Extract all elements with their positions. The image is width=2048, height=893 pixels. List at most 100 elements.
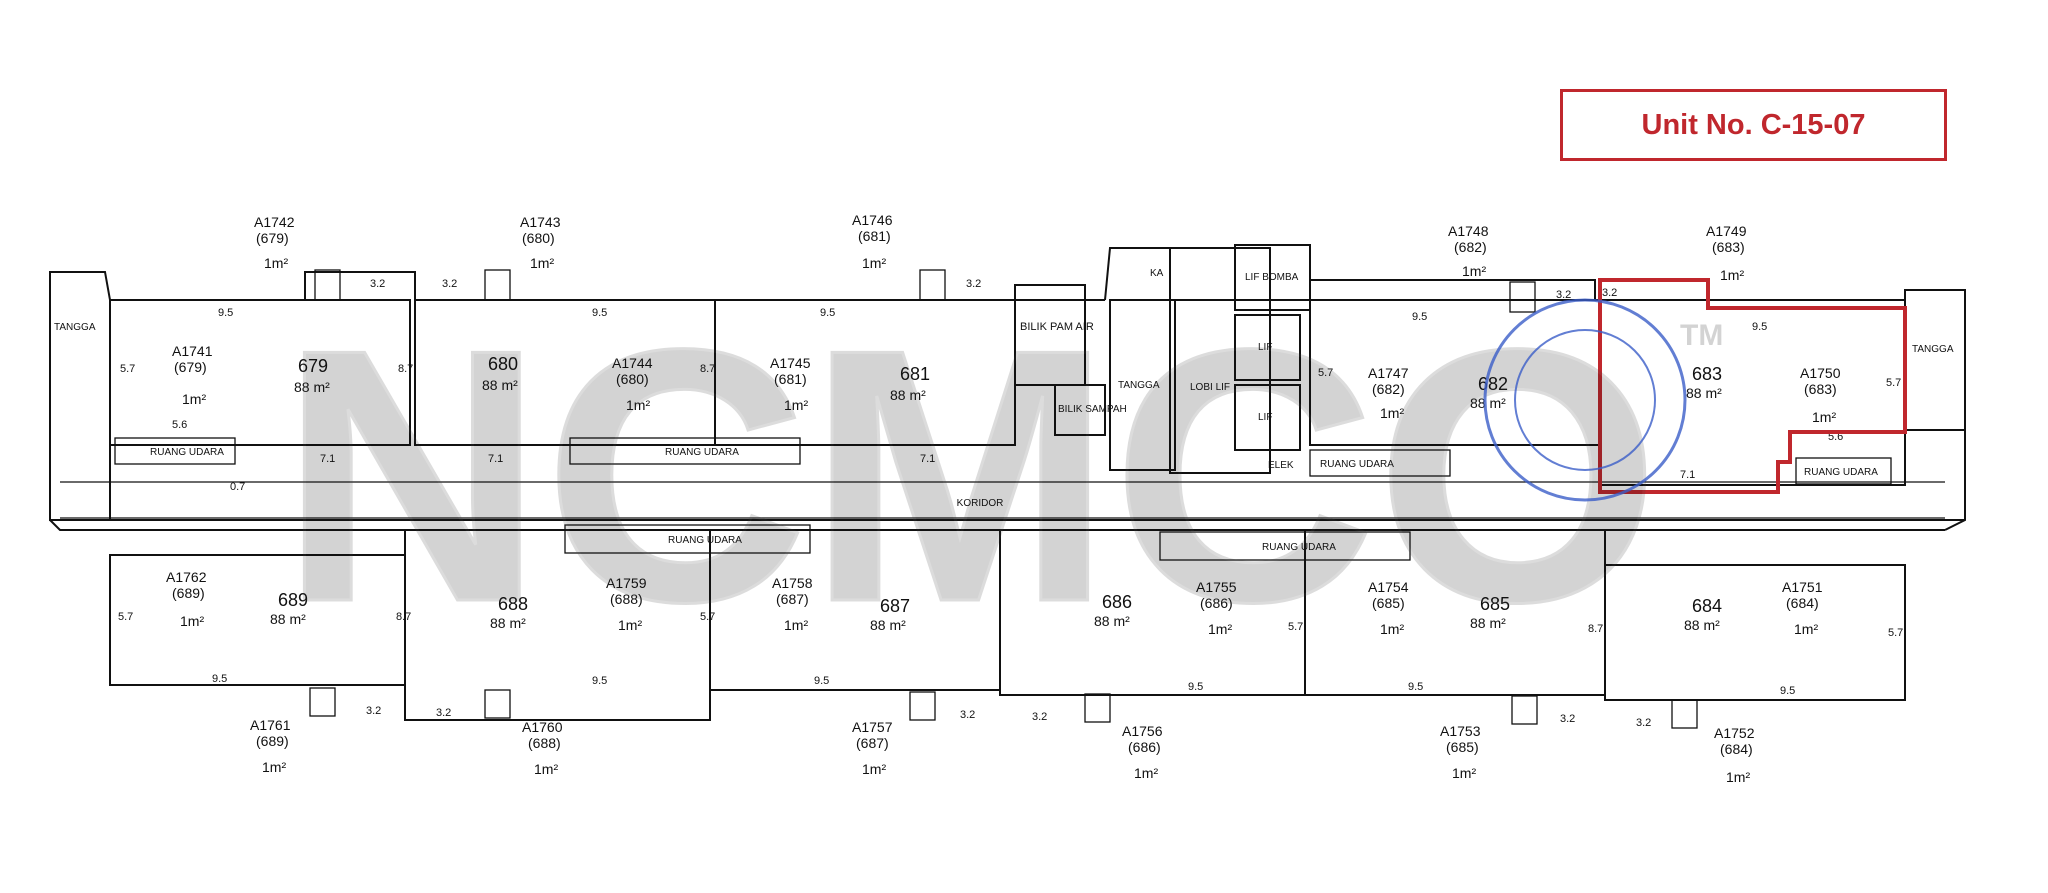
svg-text:BILIK PAM AIR: BILIK PAM AIR: [1020, 321, 1094, 333]
svg-text:5.7: 5.7: [120, 363, 135, 375]
service-core: BILIK PAM AIR BILIK SAMPAH TANGGA KA LOB…: [1014, 244, 1311, 474]
svg-text:5.7: 5.7: [1288, 621, 1303, 633]
svg-text:1m²: 1m²: [626, 397, 650, 413]
svg-text:1m²: 1m²: [182, 391, 206, 407]
svg-text:9.5: 9.5: [1780, 685, 1795, 697]
svg-text:A1756: A1756: [1122, 723, 1163, 739]
svg-text:(681): (681): [858, 228, 891, 244]
svg-text:TANGGA: TANGGA: [1118, 380, 1160, 391]
svg-text:88 m²: 88 m²: [1470, 395, 1506, 411]
svg-text:9.5: 9.5: [1752, 321, 1767, 333]
svg-text:88 m²: 88 m²: [1470, 615, 1506, 631]
svg-text:683: 683: [1692, 364, 1722, 384]
svg-text:LIF: LIF: [1258, 412, 1272, 423]
svg-text:7.1: 7.1: [1680, 469, 1695, 481]
svg-text:(688): (688): [610, 591, 643, 607]
svg-text:LIF BOMBA: LIF BOMBA: [1245, 272, 1299, 283]
svg-text:679: 679: [298, 356, 328, 376]
svg-text:A1751: A1751: [1782, 579, 1823, 595]
svg-text:ELEK: ELEK: [1268, 460, 1294, 471]
svg-text:(686): (686): [1200, 595, 1233, 611]
svg-text:A1759: A1759: [606, 575, 647, 591]
svg-text:1m²: 1m²: [262, 759, 286, 775]
svg-text:A1742: A1742: [254, 214, 295, 230]
top-unit-679: RUANG UDARA A1741 (679) 1m² 679 88 m² 9.…: [109, 214, 411, 493]
bottom-unit-684: A1751 (684) 1m² 684 88 m² 9.5 5.7 A1752 …: [1604, 564, 1906, 785]
top-unit-680: RUANG UDARA A1744 (680) 1m² 680 88 m² 9.…: [398, 214, 801, 465]
company-stamp: [1483, 298, 1687, 502]
svg-text:686: 686: [1102, 592, 1132, 612]
svg-text:1m²: 1m²: [530, 255, 554, 271]
svg-text:1m²: 1m²: [534, 761, 558, 777]
svg-text:88 m²: 88 m²: [890, 387, 926, 403]
svg-text:1m²: 1m²: [618, 617, 642, 633]
svg-text:8.7: 8.7: [398, 363, 413, 375]
svg-text:A1762: A1762: [166, 569, 207, 585]
svg-text:1m²: 1m²: [862, 761, 886, 777]
svg-text:A1747: A1747: [1368, 365, 1409, 381]
svg-text:1m²: 1m²: [1720, 267, 1744, 283]
svg-text:1m²: 1m²: [1208, 621, 1232, 637]
svg-text:88 m²: 88 m²: [1094, 613, 1130, 629]
bottom-unit-689: A1762 (689) 1m² 689 88 m² 9.5 5.7 A1761 …: [109, 554, 406, 775]
svg-text:(684): (684): [1786, 595, 1819, 611]
svg-text:TANGGA: TANGGA: [54, 322, 96, 333]
svg-text:3.2: 3.2: [1602, 287, 1617, 299]
svg-text:(689): (689): [172, 585, 205, 601]
svg-text:RUANG UDARA: RUANG UDARA: [1804, 467, 1878, 478]
svg-text:(683): (683): [1712, 239, 1745, 255]
corridor-label: KORIDOR: [957, 498, 1004, 509]
svg-text:8.7: 8.7: [1588, 623, 1603, 635]
corridor: KORIDOR: [60, 481, 1945, 519]
svg-text:1m²: 1m²: [264, 255, 288, 271]
svg-text:9.5: 9.5: [218, 307, 233, 319]
svg-text:(685): (685): [1372, 595, 1405, 611]
svg-text:1m²: 1m²: [1812, 409, 1836, 425]
svg-text:3.2: 3.2: [960, 709, 975, 721]
svg-text:A1749: A1749: [1706, 223, 1747, 239]
svg-text:A1755: A1755: [1196, 579, 1237, 595]
svg-text:A1752: A1752: [1714, 725, 1755, 741]
svg-text:88 m²: 88 m²: [482, 377, 518, 393]
svg-text:(682): (682): [1372, 381, 1405, 397]
svg-text:(688): (688): [528, 735, 561, 751]
svg-text:(686): (686): [1128, 739, 1161, 755]
svg-text:680: 680: [488, 354, 518, 374]
svg-text:1m²: 1m²: [862, 255, 886, 271]
svg-text:3.2: 3.2: [442, 278, 457, 290]
svg-text:1m²: 1m²: [1452, 765, 1476, 781]
svg-text:RUANG UDARA: RUANG UDARA: [665, 447, 739, 458]
svg-text:88 m²: 88 m²: [870, 617, 906, 633]
svg-text:A1741: A1741: [172, 343, 213, 359]
ruang-udara-label: RUANG UDARA: [668, 535, 742, 546]
svg-text:(683): (683): [1804, 381, 1837, 397]
svg-text:88 m²: 88 m²: [294, 379, 330, 395]
svg-text:(685): (685): [1446, 739, 1479, 755]
svg-text:8.7: 8.7: [396, 611, 411, 623]
watermark-tm: TM: [1680, 319, 1723, 352]
svg-text:1m²: 1m²: [784, 397, 808, 413]
svg-text:687: 687: [880, 596, 910, 616]
svg-text:3.2: 3.2: [1636, 717, 1651, 729]
svg-text:1m²: 1m²: [1794, 621, 1818, 637]
svg-text:9.5: 9.5: [814, 675, 829, 687]
svg-text:5.7: 5.7: [1888, 627, 1903, 639]
svg-text:A1757: A1757: [852, 719, 893, 735]
svg-text:1m²: 1m²: [1380, 405, 1404, 421]
svg-text:1m²: 1m²: [1462, 263, 1486, 279]
svg-text:88 m²: 88 m²: [1686, 385, 1722, 401]
svg-text:0.7: 0.7: [230, 481, 245, 493]
svg-text:KA: KA: [1150, 268, 1164, 279]
svg-text:A1753: A1753: [1440, 723, 1481, 739]
svg-text:(681): (681): [774, 371, 807, 387]
svg-text:(680): (680): [616, 371, 649, 387]
svg-text:9.5: 9.5: [1188, 681, 1203, 693]
svg-text:A1750: A1750: [1800, 365, 1841, 381]
svg-text:(684): (684): [1720, 741, 1753, 757]
svg-text:(679): (679): [174, 359, 207, 375]
svg-text:BILIK SAMPAH: BILIK SAMPAH: [1058, 404, 1127, 415]
svg-text:689: 689: [278, 590, 308, 610]
svg-text:(680): (680): [522, 230, 555, 246]
svg-text:3.2: 3.2: [366, 705, 381, 717]
